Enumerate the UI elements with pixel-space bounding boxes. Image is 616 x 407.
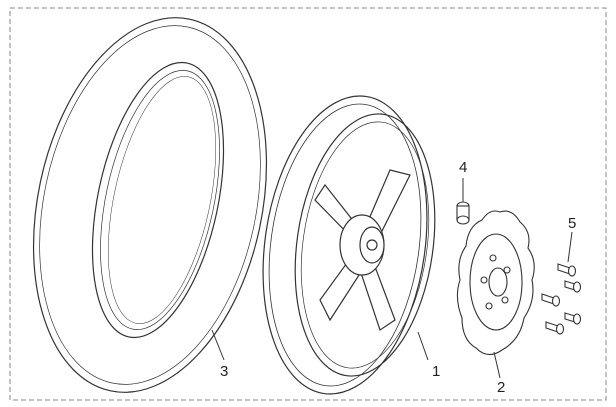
wheel-rim-illustration [262, 95, 436, 395]
callout-2: 2 [497, 379, 505, 396]
leader-lines [211, 178, 573, 379]
disc-bolts-illustration [541, 263, 582, 335]
callout-5: 5 [568, 215, 576, 232]
brake-disc-illustration [456, 210, 535, 356]
tire-valve-illustration [456, 201, 470, 225]
tire-illustration [32, 17, 268, 393]
diagram-border [9, 7, 607, 401]
callout-1: 1 [432, 363, 440, 380]
callout-3: 3 [220, 363, 228, 380]
callout-4: 4 [459, 159, 467, 176]
